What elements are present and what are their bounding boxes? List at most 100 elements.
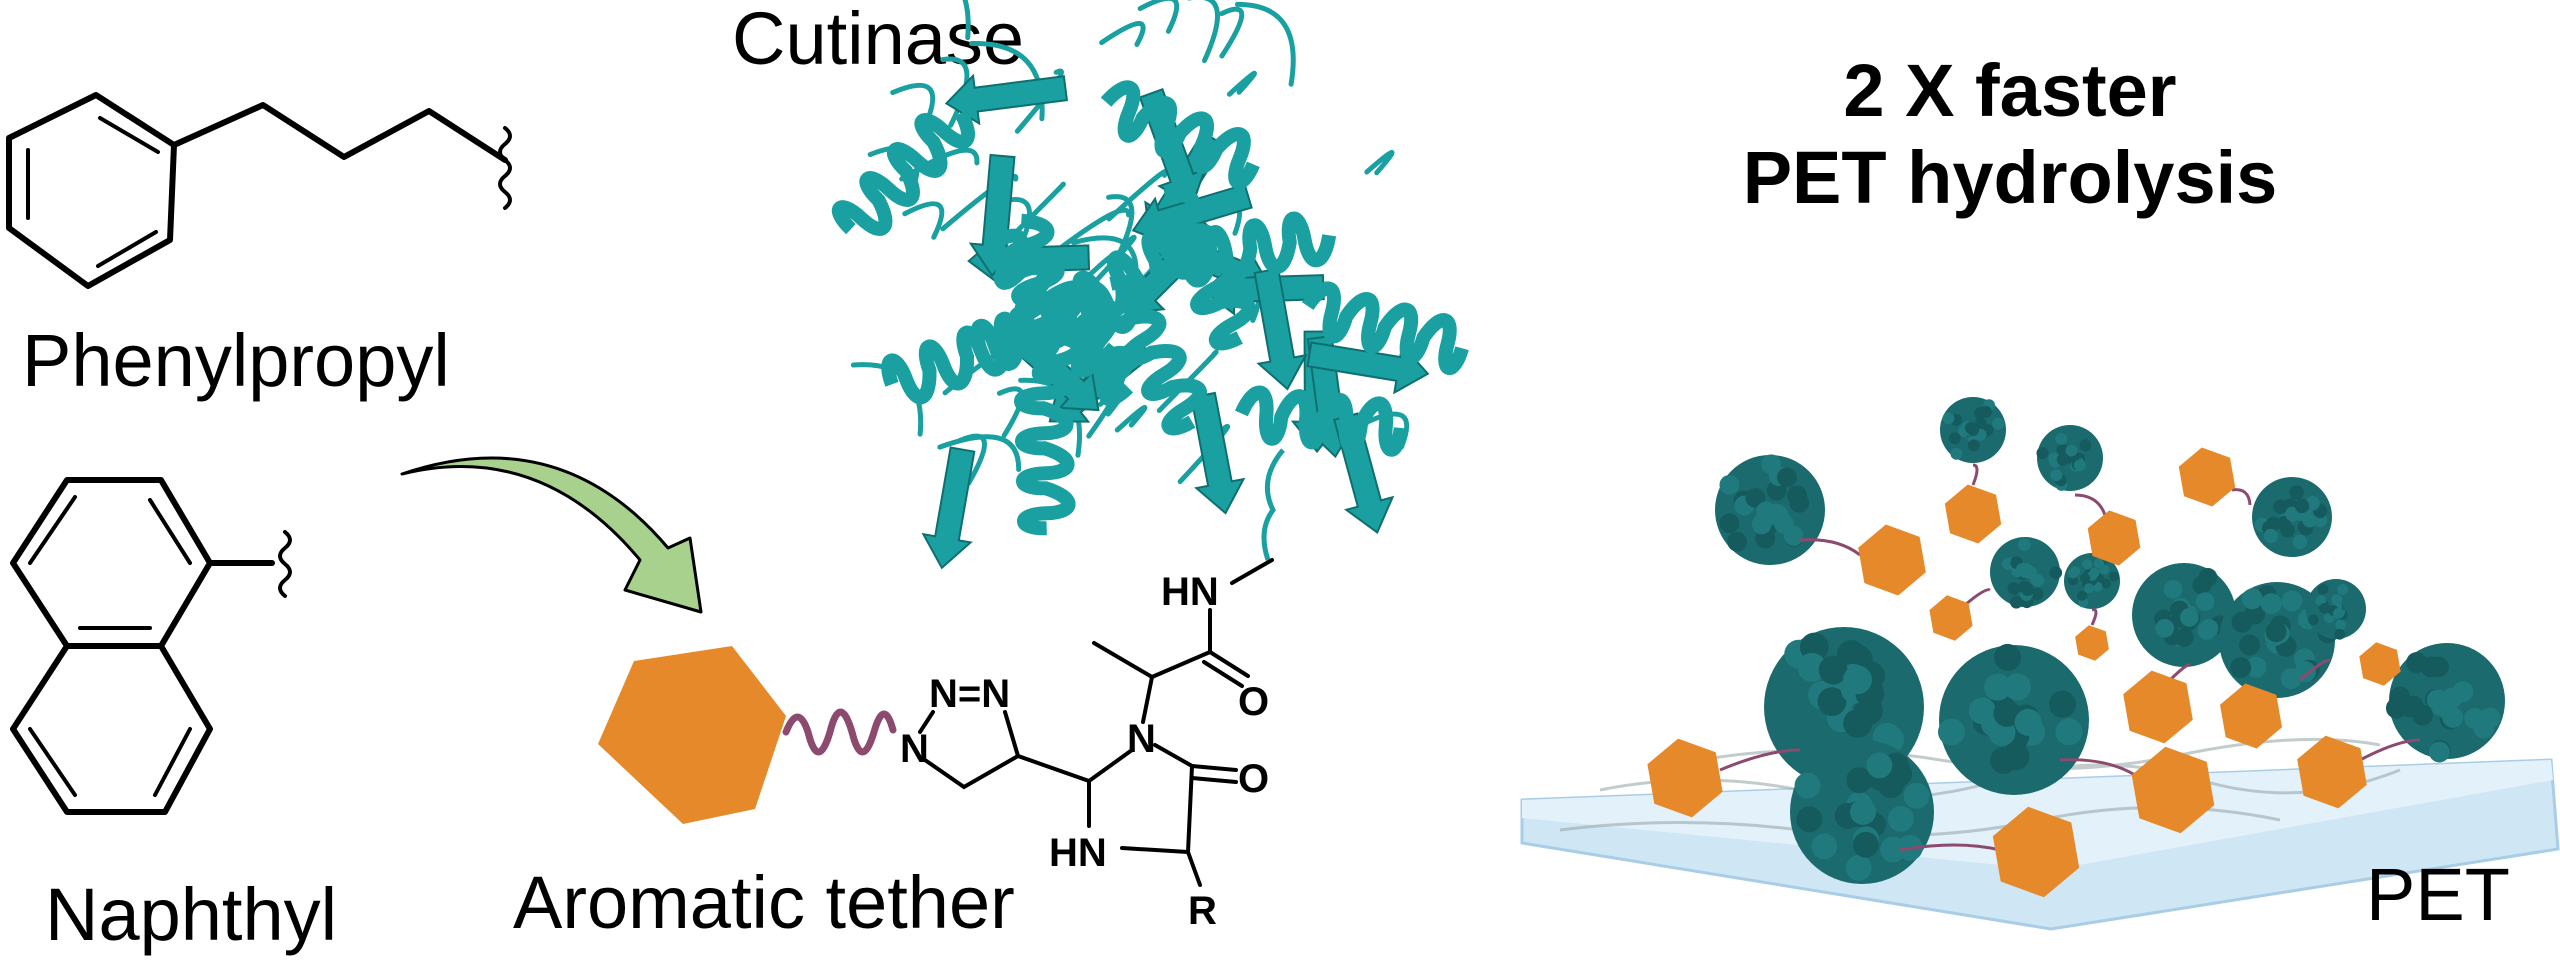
enzyme-texture: [1719, 474, 1740, 495]
enzyme-texture: [1719, 513, 1740, 534]
enzyme-texture: [2295, 661, 2316, 683]
enzyme-texture: [2263, 528, 2279, 544]
tether-hexagon: [1647, 738, 1723, 818]
beta-strand: [944, 73, 1069, 126]
cutinase-ribbon-structure: [832, 0, 1469, 570]
enzyme-texture: [1846, 767, 1873, 794]
enzyme-texture: [2198, 567, 2218, 587]
enzyme-texture: [2093, 558, 2104, 569]
enzyme-texture: [1727, 531, 1748, 552]
enzyme-texture: [2308, 614, 2319, 626]
tether-hexagon: [2087, 510, 2141, 566]
enzyme-texture: [2155, 618, 2175, 638]
enzyme-texture: [2049, 566, 2063, 580]
atom-label: HN: [1161, 570, 1219, 614]
enzyme-texture: [1817, 687, 1847, 717]
naphthyl-label: Naphthyl: [45, 873, 337, 956]
enzyme-texture: [1843, 665, 1872, 695]
enzyme-texture: [1950, 447, 1963, 460]
enzyme-texture: [2428, 741, 2450, 763]
alpha-helix: [1234, 385, 1408, 457]
enzyme-texture: [2231, 611, 2253, 633]
enzyme-texture: [2067, 568, 2078, 579]
cutinase-label: Cutinase: [732, 0, 1024, 80]
linker-squiggle: [2090, 608, 2098, 626]
enzyme-texture: [2174, 628, 2194, 647]
protein-loop: [902, 201, 945, 240]
enzyme-texture: [1766, 480, 1787, 501]
naphthyl-structure: [10, 477, 292, 815]
enzyme-texture: [1811, 833, 1838, 860]
enzyme-texture: [1789, 492, 1810, 513]
enzyme-texture: [2331, 594, 2343, 605]
linker-squiggle: [1719, 748, 1801, 772]
atom-label: O: [1238, 680, 1269, 724]
enzyme-texture: [2056, 453, 2069, 466]
atom-label: O: [1238, 757, 1269, 801]
enzyme-texture: [2163, 579, 2183, 599]
enzyme-texture: [2294, 498, 2310, 514]
enzyme-texture: [1852, 831, 1879, 858]
enzyme-texture: [2292, 534, 2308, 550]
alpha-helix: [1301, 281, 1469, 376]
enzyme-texture: [1887, 805, 1914, 832]
tether-hexagon: [2075, 625, 2109, 661]
alpha-helix: [1163, 211, 1337, 288]
enzyme-texture: [2406, 652, 2428, 673]
enzyme-texture: [2036, 447, 2049, 460]
enzyme-texture: [1877, 772, 1904, 799]
enzyme-texture: [2281, 590, 2303, 612]
atom-label: N=N: [929, 672, 1010, 716]
linker-squiggle: [782, 708, 897, 756]
enzyme-texture: [2018, 580, 2031, 594]
linker-chemical-structure: N N=N N O HN R O HN: [900, 558, 1274, 933]
enzyme-texture: [2319, 602, 2331, 614]
enzyme-texture: [2464, 708, 2486, 729]
enzyme-texture: [1761, 454, 1782, 475]
enzyme-texture: [2018, 538, 2031, 551]
wavy-bond-icon: [278, 530, 292, 598]
protein-loop: [1364, 150, 1395, 176]
enzyme-texture: [1777, 467, 1797, 488]
enzyme-texture: [2049, 690, 2077, 718]
atom-label: R: [1188, 889, 1217, 933]
linker-squiggle: [2359, 738, 2421, 762]
protein-tail: [1261, 448, 1285, 561]
tethered-enzymes-group: [1647, 397, 2505, 898]
enzyme-texture: [1942, 412, 1955, 425]
enzyme-texture: [1967, 424, 1979, 437]
alpha-helix: [988, 228, 1120, 368]
enzyme-texture: [2031, 574, 2045, 587]
enzyme-texture: [2195, 592, 2215, 612]
enzyme-texture: [2015, 563, 2029, 576]
enzyme-texture: [2080, 573, 2091, 584]
enzyme-texture: [2239, 634, 2260, 656]
enzyme-texture: [2334, 628, 2346, 640]
tether-hexagon: [1929, 595, 1973, 641]
beta-strand: [1253, 267, 1308, 391]
protein-loop: [1156, 349, 1219, 413]
enzyme-texture: [1845, 854, 1872, 881]
tether-hexagon: [2123, 670, 2193, 744]
enzyme-texture: [1794, 772, 1821, 799]
enzyme-texture: [2335, 619, 2347, 631]
wavy-bond-icon: [498, 126, 512, 210]
enzyme-texture: [2199, 618, 2219, 638]
enzyme-texture: [1948, 432, 1961, 445]
protein-loop: [1234, 1, 1296, 87]
tether-hexagon: [1992, 806, 2080, 898]
beta-strand: [921, 446, 976, 570]
enzyme-texture: [1937, 718, 1965, 746]
enzyme-texture: [2179, 608, 2199, 627]
enzyme-texture: [2055, 432, 2068, 445]
alpha-helix: [1014, 361, 1076, 536]
enzyme-texture: [1796, 806, 1823, 833]
enzyme-texture: [1850, 798, 1876, 825]
enzyme-texture: [2426, 689, 2448, 711]
atom-label: N: [1127, 717, 1156, 761]
enzyme-texture: [2452, 681, 2474, 703]
pet-label: PET: [2366, 853, 2510, 936]
alpha-helix: [1100, 80, 1260, 190]
enzyme-texture: [2241, 588, 2263, 610]
